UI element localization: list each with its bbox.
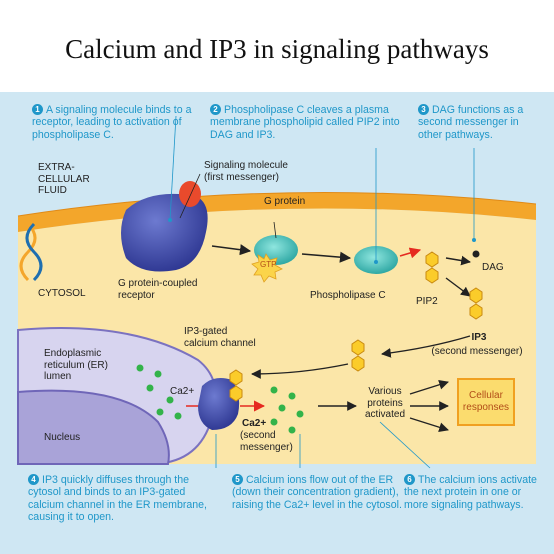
ip3-gated-channel [198, 378, 240, 430]
ip3-molecule [469, 287, 483, 320]
ca-second-messenger-label: (second messenger) [240, 430, 293, 453]
gpcr-receptor [121, 193, 208, 272]
cytosol-calcium-ions [270, 386, 304, 434]
er-lumen-label: Endoplasmic reticulum (ER) lumen [44, 348, 108, 382]
ip3-label: IP3 [471, 332, 487, 343]
pip2-label: PIP2 [416, 296, 438, 307]
ip3-molecule-cytosol [351, 339, 365, 372]
signaling-molecule-label: Signaling molecule (first messenger) [204, 160, 288, 183]
gtp-label: GTP [260, 260, 277, 269]
phospholipase-c-label: Phospholipase C [310, 290, 386, 301]
dag-molecule [472, 250, 480, 258]
nucleus [17, 389, 170, 465]
g-protein-label: G protein [264, 196, 306, 207]
signaling-molecule [179, 181, 201, 207]
second-messenger-label: (second messenger) [431, 346, 523, 357]
ip3-channel-label: IP3-gated calcium channel [184, 326, 256, 349]
diagram-figure [17, 115, 537, 469]
pip2-molecule [425, 251, 439, 284]
ca-ion-label: Ca2+ [170, 386, 195, 397]
page-title: Calcium and IP3 in signaling pathways [65, 34, 489, 64]
er-calcium-ions [136, 364, 182, 420]
cellular-responses-box: Cellular responses [457, 378, 515, 426]
logo-icon [19, 222, 43, 282]
gpcr-label: G protein-coupled receptor [118, 278, 198, 301]
gtp-badge [251, 253, 283, 283]
cytosol-label: CYTOSOL [38, 288, 86, 299]
nucleus-label: Nucleus [44, 432, 81, 443]
various-proteins-label: Various proteins activated [364, 386, 406, 420]
dag-label: DAG [482, 262, 504, 273]
extracellular-label: EXTRA- CELLULAR FLUID [38, 162, 90, 196]
ca-main-label: Ca2+ [242, 418, 267, 429]
